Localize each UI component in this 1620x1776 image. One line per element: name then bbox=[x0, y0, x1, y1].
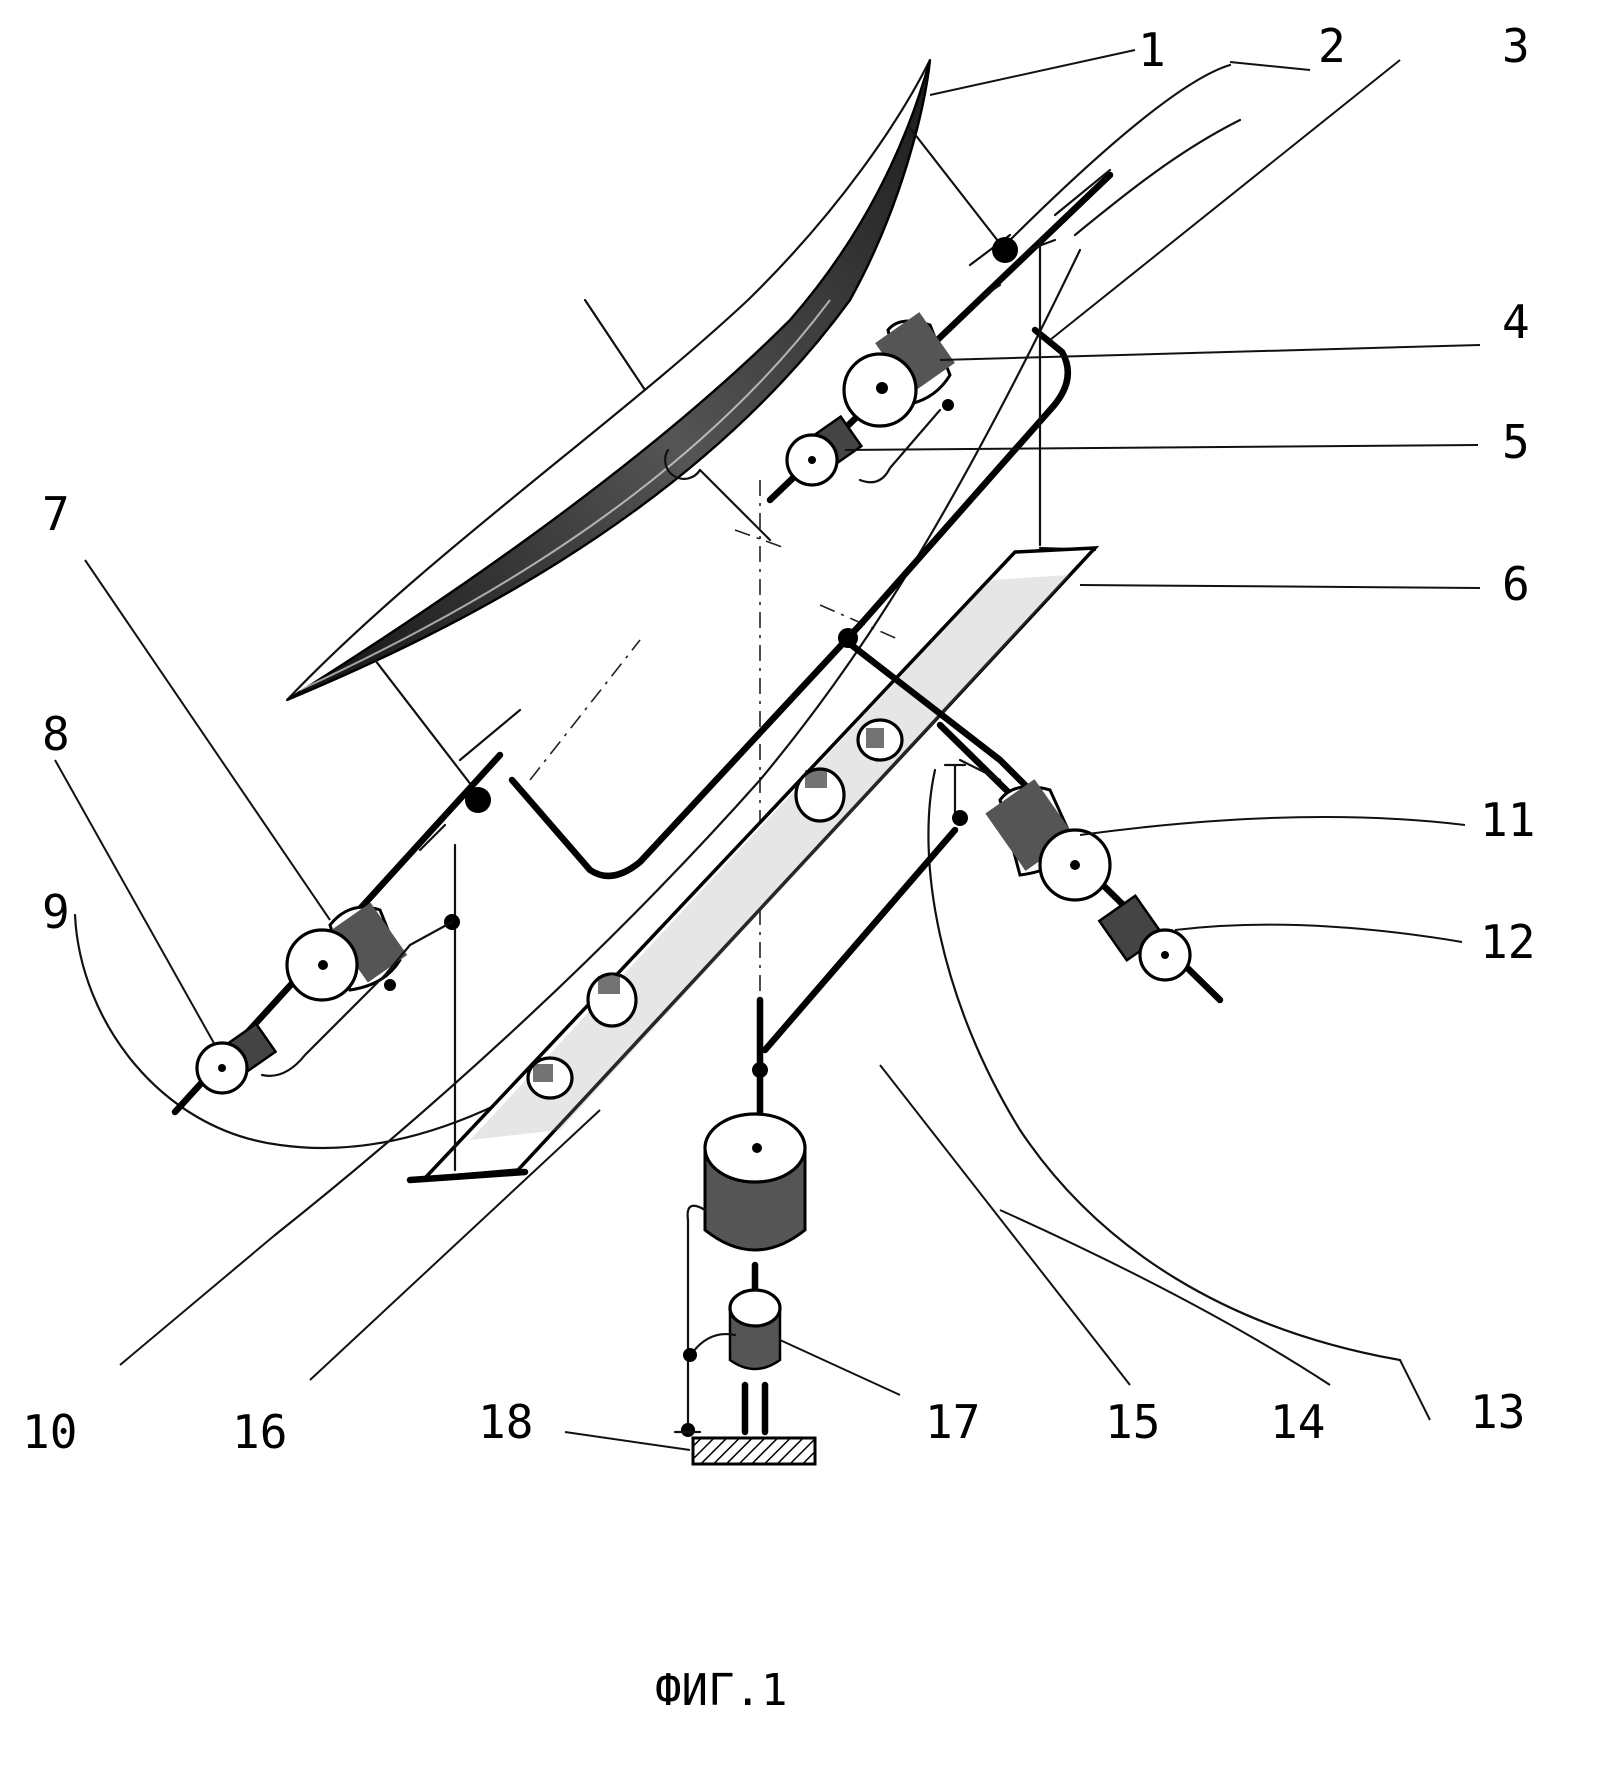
motor-4 bbox=[844, 312, 955, 426]
motor-11 bbox=[985, 779, 1110, 900]
motor-17 bbox=[730, 1290, 780, 1369]
label-2: 2 bbox=[1318, 19, 1346, 73]
label-8: 8 bbox=[42, 707, 70, 761]
label-1: 1 bbox=[1138, 23, 1166, 77]
label-7: 7 bbox=[42, 487, 70, 541]
roller-1 bbox=[858, 720, 902, 760]
base-beam bbox=[410, 548, 1095, 1180]
label-4: 4 bbox=[1502, 295, 1530, 349]
motor-15 bbox=[705, 1114, 805, 1250]
lower-left-drive bbox=[175, 710, 520, 1170]
label-3: 3 bbox=[1502, 19, 1530, 73]
label-6: 6 bbox=[1502, 557, 1530, 611]
base-column bbox=[675, 1000, 815, 1464]
roller-4 bbox=[528, 1058, 572, 1098]
label-14: 14 bbox=[1270, 1395, 1325, 1449]
label-15: 15 bbox=[1105, 1395, 1160, 1449]
label-11: 11 bbox=[1480, 793, 1535, 847]
label-9: 9 bbox=[42, 885, 70, 939]
label-17: 17 bbox=[925, 1395, 980, 1449]
motor-12 bbox=[1099, 896, 1190, 980]
label-13: 13 bbox=[1470, 1385, 1525, 1439]
label-18: 18 bbox=[478, 1395, 533, 1449]
label-16: 16 bbox=[232, 1405, 287, 1459]
figure-caption: ФИГ.1 bbox=[655, 1665, 787, 1716]
label-12: 12 bbox=[1480, 915, 1535, 969]
label-5: 5 bbox=[1502, 415, 1530, 469]
roller-3 bbox=[588, 974, 636, 1026]
roller-2 bbox=[796, 769, 844, 821]
label-10: 10 bbox=[22, 1405, 77, 1459]
